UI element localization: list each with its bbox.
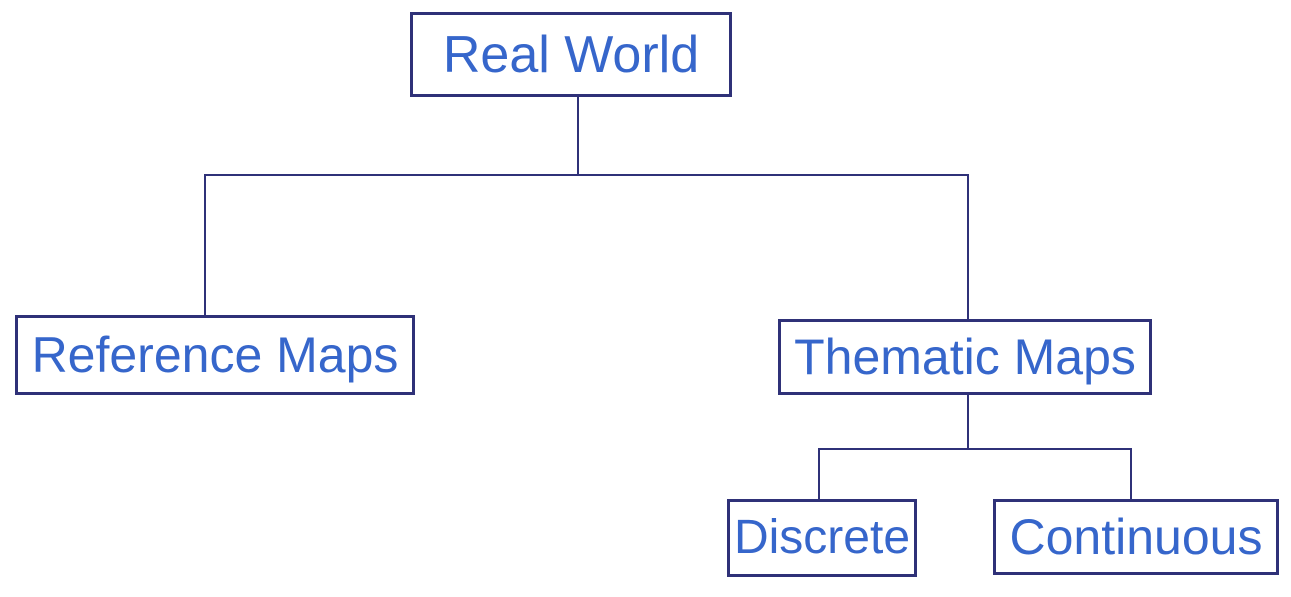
node-reference-maps-label: Reference Maps [31, 327, 399, 383]
connector-to-continuous [1130, 448, 1132, 499]
node-thematic-maps-label: Thematic Maps [794, 329, 1136, 385]
connector-to-thematic-maps [967, 174, 969, 319]
connector-bottom-rail [818, 448, 1132, 450]
connector-to-reference-maps [204, 174, 206, 315]
node-real-world-label: Real World [442, 25, 700, 84]
node-real-world: Real World [410, 12, 732, 97]
connector-thematic-stem [967, 395, 969, 449]
node-discrete: Discrete [727, 499, 917, 577]
node-reference-maps: Reference Maps [15, 315, 415, 395]
connector-top-rail [204, 174, 969, 176]
connector-root-stem [577, 97, 579, 175]
node-continuous: Continuous [993, 499, 1279, 575]
node-continuous-label: Continuous [1009, 509, 1263, 565]
node-thematic-maps: Thematic Maps [778, 319, 1152, 395]
connector-to-discrete [818, 448, 820, 499]
node-discrete-label: Discrete [733, 511, 911, 564]
